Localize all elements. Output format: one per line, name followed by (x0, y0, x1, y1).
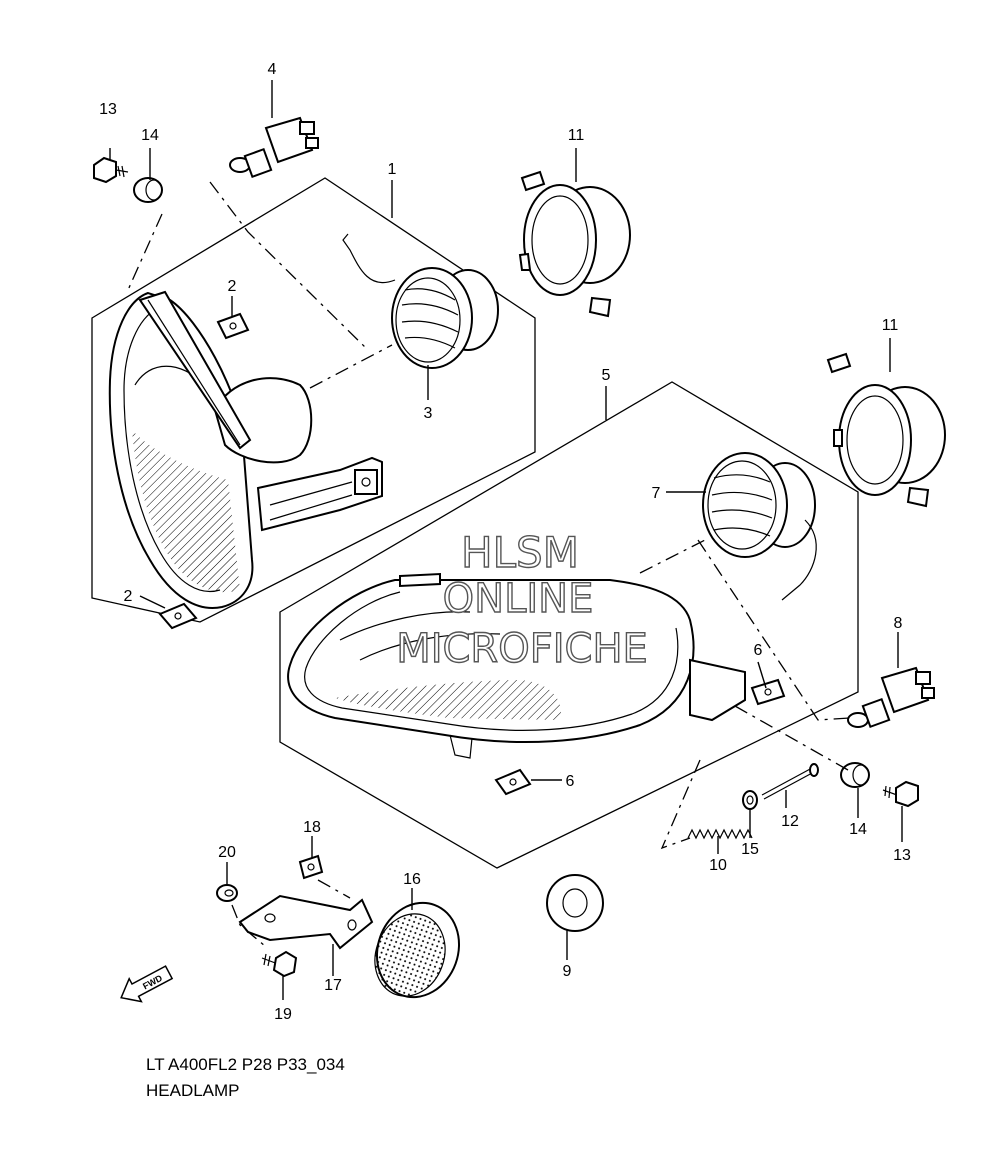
callout-4: 4 (268, 61, 277, 78)
assembly-box-5 (279, 381, 859, 869)
headlamp-5 (287, 572, 746, 759)
callout-5: 5 (602, 367, 611, 384)
nut-6-lower (494, 768, 532, 796)
callout-15: 15 (741, 841, 759, 858)
callout-9: 9 (563, 963, 572, 980)
callout-1: 1 (388, 161, 397, 178)
callout-12: 12 (781, 813, 799, 830)
diagram-title: HEADLAMP (146, 1081, 240, 1100)
socket-7 (702, 452, 817, 601)
nut-2-upper (216, 312, 250, 340)
washer-9 (546, 874, 604, 932)
callout-numbers: 13 14 4 1 2 3 11 5 11 7 2 8 6 6 12 15 10… (99, 61, 911, 1023)
assembly-box-1 (91, 177, 536, 623)
callout-14-top: 14 (141, 127, 159, 144)
spring-10 (687, 828, 753, 840)
alignment-lines (127, 181, 851, 947)
callout-14-right: 14 (849, 821, 867, 838)
washer-20 (216, 884, 238, 902)
bolt-19 (261, 950, 298, 978)
callout-2-lower: 2 (124, 588, 133, 605)
callout-16: 16 (403, 871, 421, 888)
headlamp-1 (108, 290, 383, 609)
nut-18 (298, 854, 324, 880)
grommet-14-right (840, 762, 870, 788)
callout-8: 8 (894, 615, 903, 632)
callout-11-upper: 11 (568, 127, 585, 144)
callout-2-upper: 2 (228, 278, 237, 295)
callout-6-lower: 6 (566, 773, 575, 790)
bulb-8 (847, 666, 935, 729)
fwd-arrow-icon: FWD (120, 965, 174, 1003)
watermark: HLSM ONLINE MICROFICHE (395, 527, 648, 672)
callout-18: 18 (303, 819, 321, 836)
screw-13-right (882, 780, 919, 808)
socket-3 (342, 233, 499, 369)
ring-11-upper (518, 170, 631, 318)
nut-6-upper (750, 678, 786, 706)
bulb-4 (229, 116, 319, 179)
screw-13-top (93, 156, 129, 184)
bracket-17 (238, 894, 374, 950)
callout-7: 7 (652, 485, 661, 502)
leader-lines (109, 80, 903, 1000)
callout-11-lower: 11 (882, 317, 899, 334)
callout-10: 10 (709, 857, 727, 874)
screw-12 (761, 763, 819, 800)
grommet-14-top (133, 177, 163, 203)
nut-2-lower (158, 602, 198, 630)
callout-3: 3 (424, 405, 433, 422)
ring-11-lower (826, 352, 946, 508)
watermark-line-2: ONLINE (443, 576, 594, 622)
watermark-line-3: MICROFICHE (396, 626, 648, 672)
callout-13-top: 13 (99, 101, 117, 118)
callout-13-right: 13 (893, 847, 911, 864)
callout-19: 19 (274, 1006, 292, 1023)
washer-15 (742, 790, 758, 810)
diagram-caption: LT A400FL2 P28 P33_034 HEADLAMP (146, 1054, 345, 1102)
model-code: LT A400FL2 P28 P33_034 (146, 1055, 345, 1074)
callout-20: 20 (218, 844, 236, 861)
watermark-line-1: HLSM (461, 528, 579, 577)
callout-6-upper: 6 (754, 642, 763, 659)
reflector-16 (374, 901, 461, 999)
callout-17: 17 (324, 977, 342, 994)
